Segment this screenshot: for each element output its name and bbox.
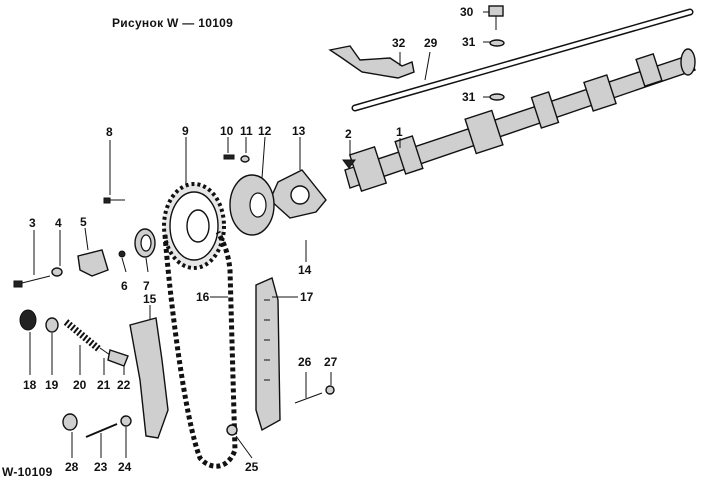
washer-11 [240, 155, 250, 163]
callout-26: 26 [298, 355, 312, 369]
callout-8: 8 [106, 125, 113, 139]
washer-31-bottom [489, 93, 505, 101]
washer-27 [325, 385, 335, 395]
bushing-7 [134, 228, 156, 258]
leader-lines [29, 11, 490, 459]
plug-18 [19, 309, 37, 331]
thrust-plate [269, 169, 327, 219]
washer-4 [51, 267, 63, 277]
pin-21 [99, 347, 111, 356]
plunger-22 [107, 349, 129, 367]
bolt-26 [294, 392, 323, 404]
camshaft [344, 48, 696, 192]
callout-24: 24 [118, 460, 132, 474]
callout-1: 1 [396, 125, 403, 139]
pin-23 [85, 423, 118, 438]
callout-30: 30 [460, 5, 474, 19]
callout-5: 5 [80, 215, 87, 229]
lever-5 [77, 249, 109, 277]
camshaft-sprocket [162, 182, 226, 270]
washer-31-top [489, 39, 505, 47]
callout-7: 7 [143, 279, 150, 293]
callout-32: 32 [392, 36, 406, 50]
callout-12: 12 [258, 124, 272, 138]
callout-17: 17 [300, 290, 314, 304]
callout-2: 2 [345, 127, 352, 141]
callout-9: 9 [182, 124, 189, 138]
callout-6: 6 [121, 279, 128, 293]
callout-29: 29 [424, 36, 438, 50]
callout-28: 28 [65, 460, 79, 474]
callout-18: 18 [23, 378, 37, 392]
callout-13: 13 [292, 124, 306, 138]
pin-25 [226, 424, 238, 436]
callout-22: 22 [117, 378, 131, 392]
chain-guide [129, 317, 169, 439]
callout-20: 20 [73, 378, 87, 392]
callout-3: 3 [29, 216, 36, 230]
callout-25: 25 [245, 460, 259, 474]
callout-31-bottom: 31 [462, 90, 476, 104]
gasket-19 [45, 317, 59, 333]
callout-16: 16 [196, 290, 210, 304]
callout-21: 21 [97, 378, 111, 392]
callout-14: 14 [298, 263, 312, 277]
callout-10: 10 [220, 124, 234, 138]
callout-27: 27 [324, 355, 338, 369]
bolt-8 [103, 197, 125, 204]
callout-15: 15 [143, 292, 157, 306]
figure-code: W-10109 [2, 465, 53, 479]
pin-10 [223, 154, 235, 160]
pin-6 [118, 250, 126, 258]
callout-11: 11 [240, 124, 253, 138]
callout-4: 4 [55, 216, 62, 230]
bolt-3 [13, 275, 51, 288]
callout-23: 23 [94, 460, 108, 474]
callout-31-top: 31 [462, 35, 476, 49]
spring-20 [63, 319, 103, 353]
bracket [328, 45, 415, 79]
bolt-30 [488, 5, 504, 30]
callout-labels: 1 2 3 4 5 6 7 8 9 10 11 12 13 14 15 16 1… [23, 5, 476, 474]
spacer-12 [229, 174, 275, 236]
key-2 [342, 159, 356, 169]
rocker-shaft [351, 8, 694, 112]
cup-28 [62, 413, 78, 431]
callout-19: 19 [45, 378, 59, 392]
chain-damper [255, 277, 281, 432]
washer-24 [120, 415, 132, 427]
figure-title: Рисунок W — 10109 [112, 16, 233, 30]
